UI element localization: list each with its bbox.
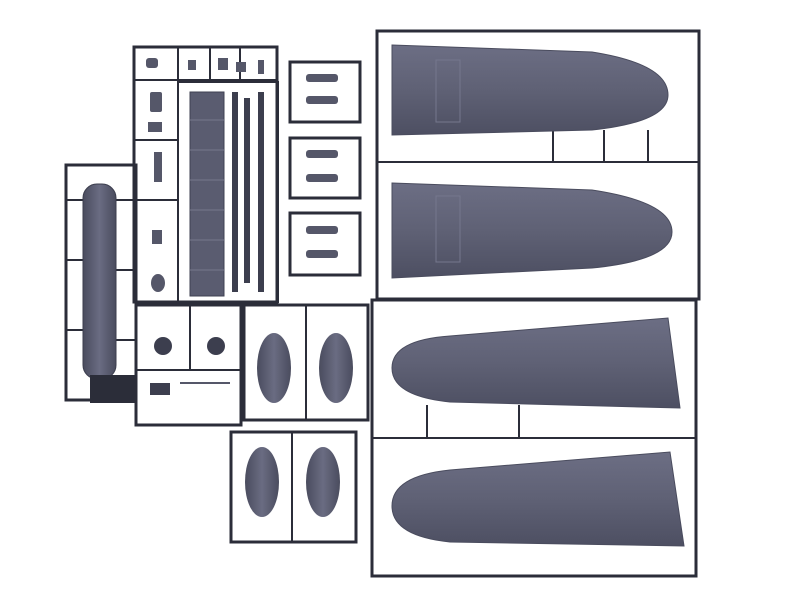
fuselage-sprue <box>64 163 138 403</box>
seats-sprue <box>288 60 362 277</box>
cowling-sprue <box>134 303 370 544</box>
cockpit-floor-sprue <box>177 81 279 303</box>
upper-wing-sprue <box>375 29 701 301</box>
lower-wing-sprue <box>370 298 698 578</box>
